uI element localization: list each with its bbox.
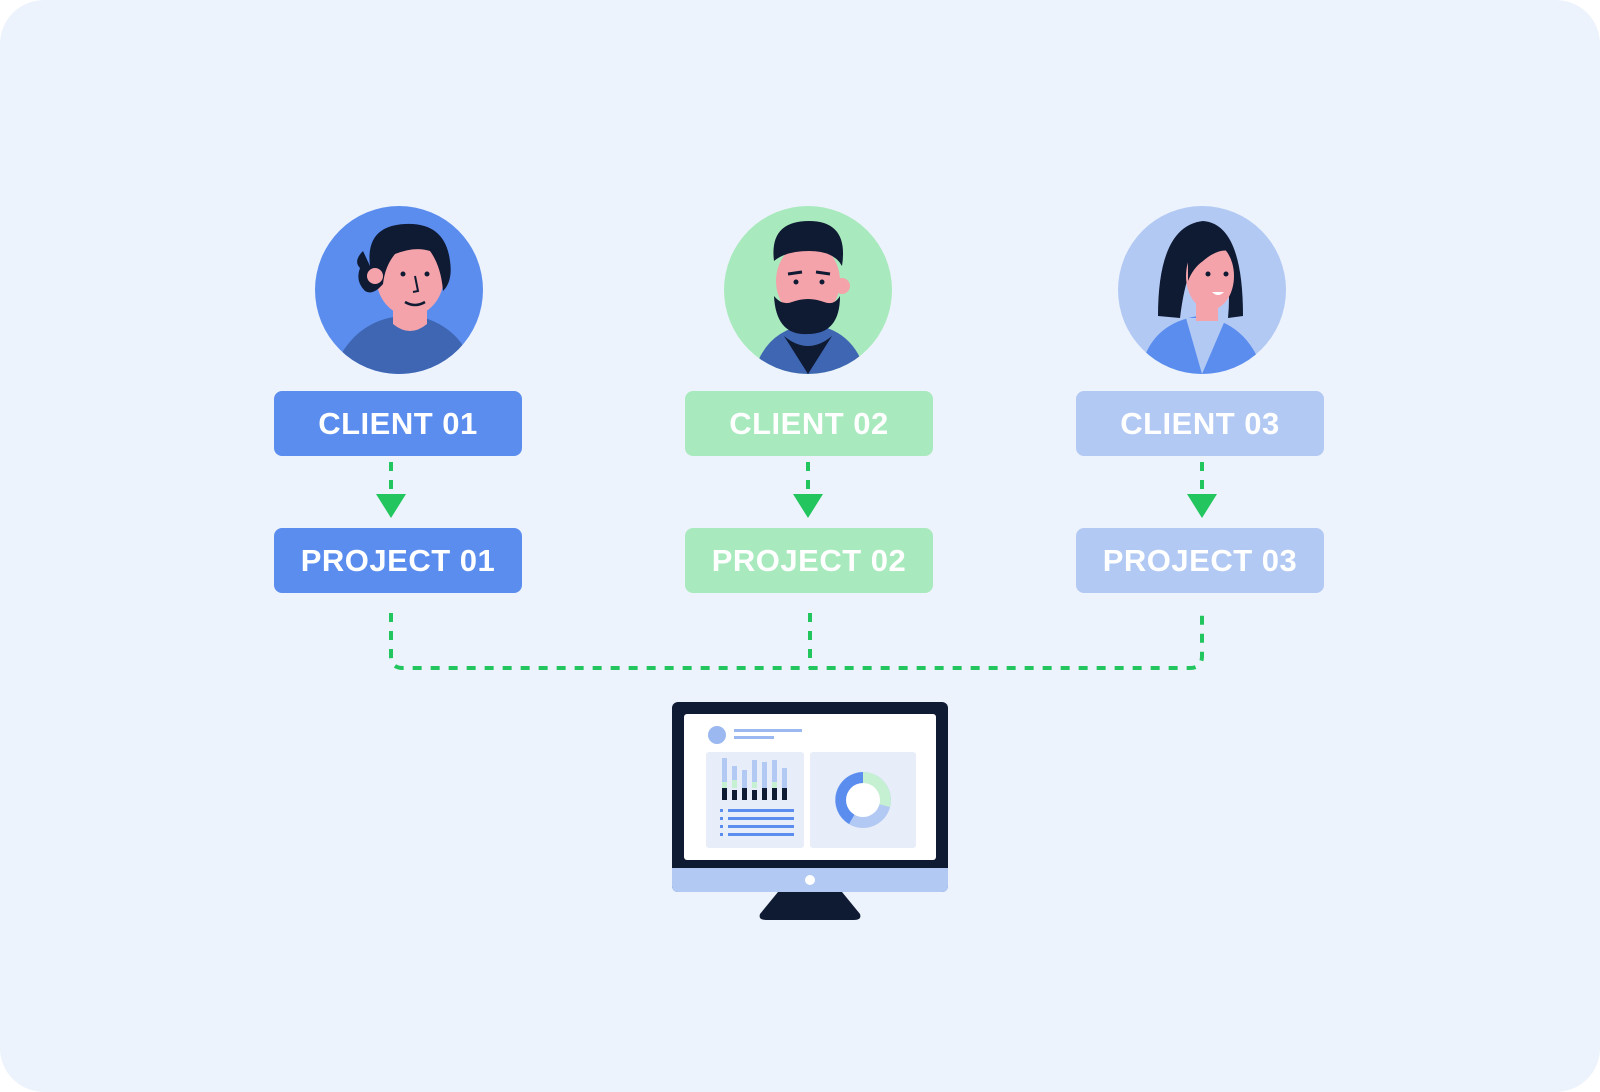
arrow-down-icon [1187, 494, 1217, 518]
arrow-down-icon [793, 494, 823, 518]
man-curly-hair-avatar [315, 206, 483, 374]
donut-chart-icon [835, 772, 891, 828]
monitor-stand [759, 892, 861, 920]
project-02-label: PROJECT 02 [711, 542, 907, 578]
project-02-box: PROJECT 02 [685, 528, 933, 593]
client-03-box: CLIENT 03 [1076, 391, 1324, 456]
list-lines [720, 809, 794, 836]
user-avatar-icon [708, 726, 726, 744]
client-02-label: CLIENT 02 [729, 405, 889, 441]
client-01-label: CLIENT 01 [318, 405, 478, 441]
bearded-man-avatar [724, 206, 892, 374]
client-02-box: CLIENT 02 [685, 391, 933, 456]
client-03-label: CLIENT 03 [1120, 405, 1280, 441]
project-01-label: PROJECT 01 [300, 542, 496, 578]
dashboard-monitor-icon [672, 702, 948, 920]
project-01-box: PROJECT 01 [274, 528, 522, 593]
woman-avatar [1118, 206, 1286, 374]
client-01-box: CLIENT 01 [274, 391, 522, 456]
project-03-box: PROJECT 03 [1076, 528, 1324, 593]
power-button-icon [805, 875, 815, 885]
arrow-down-icon [376, 494, 406, 518]
project-03-label: PROJECT 03 [1102, 542, 1298, 578]
merge-line [389, 613, 1204, 670]
bar-chart-icon [722, 758, 787, 800]
